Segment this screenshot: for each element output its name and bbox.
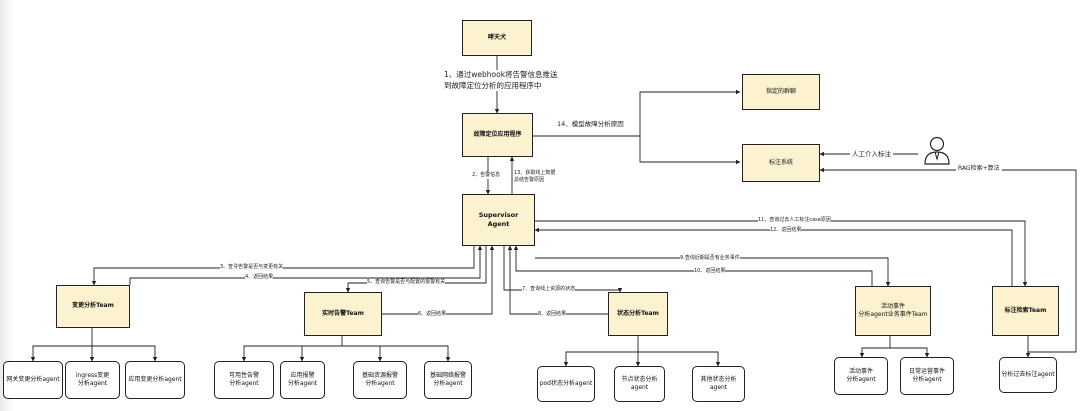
node-realtime-team[interactable]: 实时告警Team	[304, 292, 382, 336]
person-icon	[924, 136, 950, 165]
edge-4	[129, 245, 483, 285]
agent-activity[interactable]: 活动事件 分析agent	[834, 357, 888, 395]
label-edge-5: 5、查询告警是否与配置的报警有关	[367, 279, 446, 286]
edge-rt-c	[342, 345, 383, 362]
agent-gateway[interactable]: 网关变更分析agent	[3, 361, 63, 399]
edge-change-c	[92, 345, 158, 362]
label-edge-9: 9.查询近期是否有业务事件	[680, 255, 740, 262]
edge-rt-d	[342, 345, 451, 362]
agent-network-alert[interactable]: 基础网络报警 分析agent	[424, 361, 472, 399]
label-edge-8: 8、返回结果	[538, 311, 567, 318]
node-change-team[interactable]: 变更分析Team	[56, 285, 130, 328]
label-edge-12: 12、返回结果	[770, 227, 802, 234]
edge-9	[535, 257, 891, 287]
edge-11	[535, 220, 1028, 287]
edge-act-b	[890, 347, 930, 358]
edge-rt-b	[299, 345, 342, 362]
node-designated-group[interactable]: 指定的群聊	[742, 74, 820, 110]
edge-8	[507, 245, 608, 315]
edge-3	[91, 246, 475, 286]
edge-10	[513, 245, 873, 286]
label-edge-1: 1、通过webhook将告警信息推送 到故障定位分析的应用程序中	[444, 70, 558, 91]
agent-pod[interactable]: pod状态分析agent	[537, 366, 595, 402]
label-manual: 人工介入标注	[850, 148, 893, 158]
label-edge-7: 7、查询线上资源的状态	[522, 286, 576, 293]
agent-other[interactable]: 其他状态分析agent	[692, 366, 745, 402]
edge-act-a	[859, 336, 891, 358]
agent-past-label[interactable]: 分析过去标注agent	[999, 357, 1057, 393]
edge-14a	[533, 89, 741, 137]
label-edge-4: 4、返回结果	[245, 274, 274, 281]
label-edge-11: 11、查询过去人工标注case原因	[758, 217, 831, 224]
node-fault-app[interactable]: 故障定位应用程序	[462, 113, 533, 157]
node-watchdog[interactable]: 哮天犬	[462, 20, 532, 56]
edge-st-c	[638, 351, 721, 367]
label-edge-3: 3、查寻告警是否与变更有关	[220, 264, 284, 271]
edge-st-a	[563, 336, 639, 367]
label-edge-6: 6、返回结果	[418, 311, 447, 318]
label-edge-14: 14、模型故障分析原因	[557, 120, 624, 128]
agent-daily-ops[interactable]: 日常运营事件 分析agent	[900, 357, 954, 395]
edge-change-a	[30, 328, 93, 362]
node-activity-team[interactable]: 活动事件 分析agent业务事件Team	[855, 286, 931, 336]
agent-ingress[interactable]: ingress变更 分析agent	[65, 361, 120, 399]
agent-infra-alert[interactable]: 基础资源报警 分析agent	[353, 361, 407, 399]
label-edge-13: 13、获取线上数据 总结告警原因	[514, 170, 556, 183]
edge-12	[534, 227, 1013, 286]
label-edge-2: 2、告警信息	[472, 172, 501, 179]
agent-availability[interactable]: 可用性告警 分析agent	[214, 361, 274, 399]
label-rag: RAG检索+算法	[956, 165, 1002, 173]
edge-14b	[639, 136, 741, 165]
agent-node[interactable]: 节点状态分析agent	[614, 366, 665, 402]
edge-rt-a	[241, 336, 343, 362]
node-supervisor[interactable]: Supervisor Agent	[462, 194, 535, 246]
node-label-system[interactable]: 标注系统	[742, 144, 820, 182]
agent-app-alert[interactable]: 应用报警 分析agent	[280, 361, 325, 399]
agent-app-change[interactable]: 应用变更分析agent	[125, 361, 185, 399]
canvas-edge-shade	[0, 0, 14, 411]
edge-rag	[819, 167, 1077, 353]
label-edge-10: 10、返回结果	[694, 268, 726, 275]
node-status-team[interactable]: 状态分析Team	[608, 292, 668, 336]
node-label-search-team[interactable]: 标注检索Team	[992, 286, 1059, 336]
